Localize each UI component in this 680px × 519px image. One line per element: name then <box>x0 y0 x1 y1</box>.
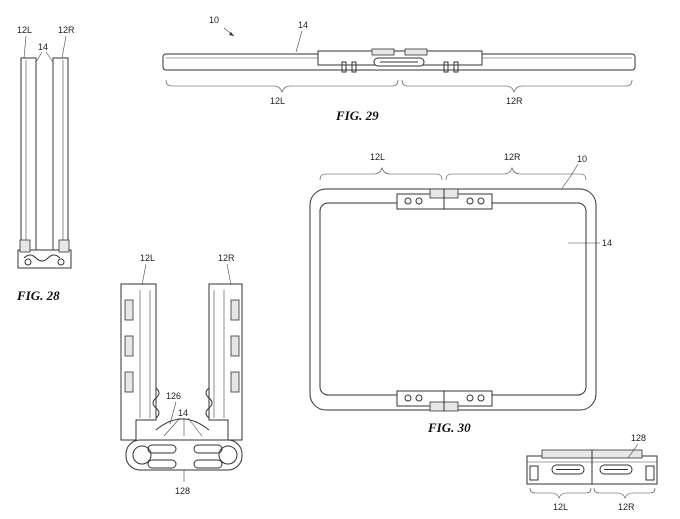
hinge-closed-label-12r: 12R <box>618 502 635 512</box>
hinge-closed-slot-right <box>599 464 633 475</box>
hinge-open-leader-126 <box>169 401 177 425</box>
hinge-closed-end-left <box>529 465 539 481</box>
fig28-hinge-tab-left <box>19 239 31 253</box>
fig28-leader-12r <box>61 35 67 59</box>
fig28-hinge-link <box>23 254 61 262</box>
fig-30-group: 12L 12R 10 14 FIG. 30 <box>309 152 612 435</box>
fig29-label-10: 10 <box>209 15 219 25</box>
fig30-bottom-screw-2 <box>415 394 423 402</box>
hinge-closed-end-right <box>645 465 655 481</box>
hinge-open-label-12r: 12R <box>218 253 235 263</box>
hinge-open-left-wall <box>120 283 157 441</box>
hinge-open-slot-3 <box>147 459 177 469</box>
fig30-bottom-screw-3 <box>466 394 474 402</box>
hinge-closed-brace-12l <box>529 487 592 499</box>
fig30-leader-10 <box>561 163 579 189</box>
fig28-pin-left <box>24 258 32 266</box>
fig30-top-screw-1 <box>404 197 412 205</box>
fig29-post-4 <box>453 61 459 73</box>
hinge-closed-label-12l: 12L <box>553 502 568 512</box>
fig29-caption: FIG. 29 <box>335 108 379 123</box>
hinge-open-pin-left <box>132 445 152 465</box>
hinge-closed-slot-left <box>551 464 585 475</box>
fig30-top-screw-4 <box>477 197 485 205</box>
fig30-brace-12r <box>445 167 587 181</box>
fig28-leader-14-b <box>45 51 54 63</box>
fig30-top-screw-2 <box>415 197 423 205</box>
hinge-closed-label-128: 128 <box>631 433 646 443</box>
hinge-open-bellows-right <box>205 387 213 419</box>
hinge-open-left-tab-1 <box>124 299 134 321</box>
hinge-open-leader-12r <box>226 263 232 286</box>
hinge-open-left-tab-2 <box>124 335 134 357</box>
hinge-open-leader-14-a <box>163 417 181 437</box>
fig-29-group: 10 14 12L 12R FIG. 29 <box>162 15 636 123</box>
hinge-open-left-tab-3 <box>124 371 134 393</box>
hinge-open-right-tab-1 <box>230 299 240 321</box>
fig28-caption: FIG. 28 <box>16 288 60 303</box>
fig30-bottom-screw-1 <box>404 394 412 402</box>
fig30-brace-12l <box>319 167 443 181</box>
hinge-open-label-126: 126 <box>166 391 181 401</box>
hinge-open-label-128: 128 <box>175 486 190 496</box>
fig29-label-12l: 12L <box>270 96 285 106</box>
hinge-closed-leader-128 <box>627 443 639 459</box>
fig30-housing <box>309 188 597 411</box>
fig30-bottom-screw-4 <box>477 394 485 402</box>
fig-hinge-closed-group: 128 12L 12R <box>526 433 658 512</box>
fig30-top-screw-3 <box>466 197 474 205</box>
fig29-label-14: 14 <box>298 20 308 30</box>
hinge-open-right-tab-2 <box>230 335 240 357</box>
fig29-arrowhead-10 <box>229 32 234 36</box>
fig29-brace-12r <box>401 79 633 93</box>
fig29-label-12r: 12R <box>506 96 523 106</box>
hinge-open-leader-14-c <box>187 417 203 437</box>
fig28-hinge-block <box>17 249 72 269</box>
fig28-label-12l: 12L <box>17 25 32 35</box>
fig29-leader-14 <box>295 30 303 53</box>
hinge-open-base <box>125 439 243 471</box>
fig30-label-10: 10 <box>577 154 587 164</box>
hinge-open-pin-right <box>218 445 238 465</box>
fig29-hinge-cap-right <box>404 48 428 56</box>
fig-hinge-open-group: 12L 12R 126 14 128 <box>120 253 243 496</box>
fig30-label-12r: 12R <box>504 152 521 162</box>
fig30-display <box>319 202 587 396</box>
fig29-brace-12l <box>165 79 399 93</box>
fig28-pin-right <box>57 258 65 266</box>
fig28-left-panel <box>20 57 37 251</box>
fig28-hinge-tab-right <box>58 239 70 253</box>
hinge-open-display-fold <box>155 418 210 431</box>
fig28-label-12r: 12R <box>58 25 75 35</box>
fig30-label-12l: 12L <box>370 152 385 162</box>
hinge-open-label-14: 14 <box>178 408 188 418</box>
hinge-open-leader-12l <box>141 263 147 286</box>
hinge-open-slot-1 <box>147 444 177 454</box>
hinge-open-label-12l: 12L <box>140 253 155 263</box>
hinge-open-slot-4 <box>193 459 223 469</box>
fig30-caption: FIG. 30 <box>427 420 471 435</box>
fig28-leader-14-a <box>35 51 43 63</box>
fig30-label-14: 14 <box>602 238 612 248</box>
fig-28-group: 12L 12R 14 FIG. 28 <box>16 25 75 303</box>
fig28-right-panel <box>52 57 69 251</box>
hinge-open-bellows-left <box>152 387 160 419</box>
hinge-open-slot-2 <box>193 444 223 454</box>
hinge-open-right-tab-3 <box>230 371 240 393</box>
fig28-leader-12l <box>23 35 27 59</box>
hinge-closed-brace-12r <box>593 487 656 499</box>
fig29-hinge-cap-left <box>371 48 395 56</box>
fig29-post-1 <box>341 61 347 73</box>
fig29-post-3 <box>443 61 449 73</box>
fig28-label-14: 14 <box>38 42 48 52</box>
fig29-post-2 <box>351 61 357 73</box>
